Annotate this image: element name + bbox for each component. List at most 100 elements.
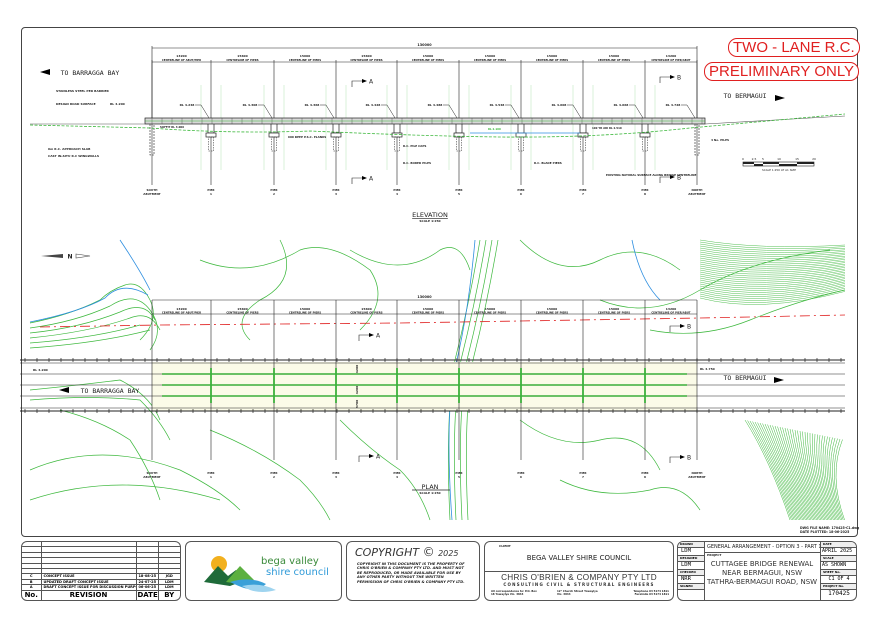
plan-section-marker-label: A — [376, 454, 381, 461]
span-dimension-label: CENTRELINE OF PIERS — [412, 58, 444, 62]
rl-leader — [195, 104, 210, 119]
terrain-contour — [339, 419, 431, 521]
plan-span-dimension-label: CENTRELINE OF ABUT/PIER — [162, 311, 201, 315]
slope-contour — [804, 431, 824, 521]
rl-level-label: RL 4.308 — [243, 103, 258, 107]
callout-piles: 4 No. PILES — [711, 138, 729, 142]
rl-leader — [320, 104, 335, 119]
plan-support-label-line2: ABUTMENT — [688, 475, 706, 479]
arrow-west-icon — [40, 69, 50, 75]
support-label: PIER — [641, 188, 649, 192]
revision-row: C CONCEPT ISSUE 18-08-25 JGD — [22, 573, 180, 580]
rl-level-label: RL 4.608 — [552, 103, 567, 107]
callout-planks: 600 DEEP P.S.C. PLANKS — [288, 135, 326, 139]
slope-contour — [835, 439, 845, 521]
terrain-contour — [29, 315, 161, 339]
callout-soffit: SOFFIT RL 3.000 — [160, 125, 184, 129]
plan-support-label: SOUTH — [147, 471, 159, 475]
plan-section-marker-label: B — [687, 324, 691, 331]
slope-contour — [826, 436, 838, 521]
callout-road-rl: RL 4.200 — [110, 102, 125, 106]
section-marker-label: B — [677, 75, 681, 82]
slope-contour — [828, 437, 840, 521]
terrain-contour — [241, 239, 288, 341]
span-dimension-text: 13200 — [666, 54, 676, 58]
firm-street-address: 12* Church Street Yowaylya Vic. 3844 — [557, 590, 598, 596]
sheet-no-label: SHEET No. — [821, 570, 856, 576]
sheet-no-value: C1 OF 4 — [821, 576, 856, 584]
revision-row: A DRAFT CONCEPT ISSUE FOR DISCUSSION PUR… — [22, 584, 180, 591]
revision-no: C — [22, 573, 42, 580]
plan-section-arrow-icon — [369, 454, 374, 458]
slope-contour — [699, 291, 846, 305]
slope-contour — [699, 275, 846, 285]
slope-contour — [769, 424, 805, 521]
span-dimension-text: 15600 — [237, 54, 247, 58]
plan-support-label: PIER — [207, 471, 215, 475]
rl-leader — [443, 104, 458, 119]
slope-contour — [777, 426, 809, 521]
revision-by: JGD — [158, 573, 180, 580]
slope-contour — [789, 428, 816, 521]
plan-support-label-line2: 6 — [520, 475, 522, 479]
logo-sun — [211, 556, 227, 572]
north-arrow-tail-icon — [41, 254, 63, 258]
plan-span-dimension-text: 15600 — [300, 307, 310, 311]
plan-direction-east-label: TO BERMAGUI — [723, 374, 766, 382]
plan-arrow-east-icon — [774, 377, 784, 383]
plan-support-label: PIER — [393, 471, 401, 475]
support-label: PIER — [517, 188, 525, 192]
revision-date: 18-08-25 — [136, 573, 159, 580]
rl-level-label: RL 4.728 — [666, 103, 681, 107]
firm-phone: Telephone 03 5174 1811 Facsimile 03 5174… — [633, 590, 669, 596]
plan-view: NSOUTHABUTMENTPIER1PIER2PIER3PIER4PIER5P… — [20, 239, 846, 521]
designed-value: LDM — [678, 562, 704, 570]
terrain-contour — [519, 419, 661, 471]
drawing-sheet — [21, 27, 858, 537]
revision-row-empty — [22, 568, 180, 575]
drawing-title: GENERAL ARRANGEMENT - OPTION 3 - PART 1 — [707, 544, 822, 550]
slope-contour — [807, 432, 826, 521]
terrain-contour — [649, 289, 846, 334]
rl-level-label: RL 4.248 — [180, 103, 195, 107]
section-marker-line — [351, 80, 362, 87]
span-dimension-text: 13200 — [176, 54, 186, 58]
rl-level-label: RL 4.488 — [428, 103, 443, 107]
natural-surface-line — [29, 113, 846, 138]
span-dimension-label: CENTRELINE OF PIERS — [536, 58, 568, 62]
pile-cap — [330, 132, 342, 138]
revision-row-empty — [22, 552, 180, 559]
slope-contour — [699, 257, 846, 265]
span-dimension-text: 15600 — [547, 54, 557, 58]
plan-scale: SCALE 1:250 — [419, 491, 440, 495]
slope-contour — [699, 245, 846, 253]
support-label: PIER — [579, 188, 587, 192]
section-marker-label: B — [677, 175, 681, 182]
plan-span-dimension-label: CENTRELINE OF PIERS — [598, 311, 630, 315]
slope-contour — [762, 423, 801, 521]
copyright-notice: COPYRIGHT IN THIS DOCUMENT IS THE PROPER… — [357, 562, 465, 584]
two-lane-stamp: TWO - LANE R.C. — [728, 38, 860, 57]
terrain-contour — [519, 239, 681, 271]
project-no-label: PROJECT No. — [821, 584, 856, 590]
copyright-symbol: © — [422, 545, 435, 559]
slope-contour — [814, 433, 830, 521]
revision-no: A — [22, 584, 42, 591]
scale-bar-tick: 0 — [742, 157, 744, 161]
rl-level-label: RL 4.548 — [490, 103, 505, 107]
support-label-line2: 3 — [335, 192, 337, 196]
slope-contour — [809, 432, 827, 521]
callout-barrier: STAINLESS STEEL PED BARRIER — [56, 89, 110, 93]
slope-contour — [699, 276, 846, 287]
copyright-year: 2025 — [438, 549, 459, 558]
support-label: PIER — [393, 188, 401, 192]
plan-support-label-line2: ABUTMENT — [143, 475, 161, 479]
rl-level-label: RL 4.368 — [305, 103, 320, 107]
terrain-contour — [29, 329, 151, 349]
support-label-line2: ABUTMENT — [688, 192, 706, 196]
support-label-line2: 7 — [582, 192, 584, 196]
scale-bar-tick: 5 — [762, 157, 764, 161]
terrain-contour — [349, 247, 471, 271]
scale-bar-segment — [763, 162, 779, 164]
plan-span-dimension-text: 15600 — [485, 307, 495, 311]
